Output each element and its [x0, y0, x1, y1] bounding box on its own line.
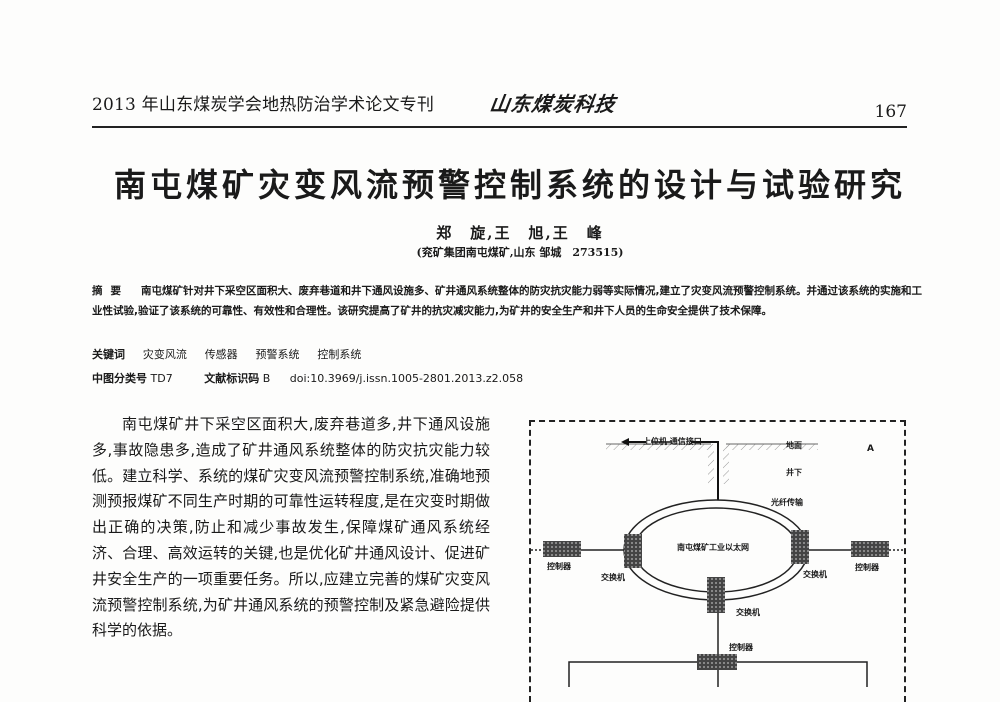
- keyword: 灾变风流: [142, 348, 187, 361]
- controller-bottom-label: 控制器: [729, 643, 753, 652]
- ground-hatch: [726, 444, 818, 450]
- keyword: 控制系统: [317, 348, 362, 361]
- affiliation: (兖矿集团南屯煤矿,山东 邹城 273515): [416, 246, 624, 259]
- abstract: 摘要南屯煤矿针对井下采空区面积大、废弃巷道和井下通风设施多、矿井通风系统整体的防…: [92, 281, 922, 321]
- header-rule: [92, 126, 907, 128]
- doi: doi:10.3969/j.issn.1005-2801.2013.z2.058: [289, 372, 524, 385]
- controller-left-icon: [543, 541, 581, 557]
- controller-right-label: 控制器: [855, 563, 879, 572]
- underground-label: 井下: [786, 468, 802, 477]
- switch-right-label: 交换机: [803, 570, 827, 579]
- classification-line: 中图分类号 TD7 文献标识码 B doi:10.3969/j.issn.100…: [92, 370, 922, 386]
- switch-bottom-label: 交换机: [736, 608, 760, 617]
- running-head-journal-issue: 2013 年山东煤炭学会地热防治学术论文专刊: [92, 95, 435, 115]
- keyword: 预警系统: [255, 348, 300, 361]
- switch-right-icon: [791, 530, 809, 564]
- journal-logo: 山东煤炭科技: [488, 92, 618, 116]
- authors: 郑 旋,王 旭,王 峰: [436, 224, 604, 242]
- controller-left-label: 控制器: [547, 562, 571, 571]
- doc-code-value: B: [262, 372, 271, 385]
- network-diagram-figure: 上位机 通信接口 地面 A 井下 光纤传输 南屯煤矿工业以太网 控制器 交换机 …: [529, 420, 906, 702]
- shaft-cable: [691, 441, 719, 500]
- switch-left-label: 交换机: [601, 573, 625, 582]
- fiber-label: 光纤传输: [771, 498, 803, 507]
- switch-left-icon: [624, 534, 642, 568]
- network-label: 南屯煤矿工业以太网: [677, 543, 749, 552]
- abstract-text: 南屯煤矿针对井下采空区面积大、废弃巷道和井下通风设施多、矿井通风系统整体的防灾抗…: [92, 285, 922, 317]
- keyword: 传感器: [204, 348, 238, 361]
- arrow-left-icon: [621, 438, 629, 446]
- abstract-label: 摘要: [92, 285, 129, 297]
- clc-value: TD7: [150, 372, 173, 385]
- keywords: 关键词 灾变风流 传感器 预警系统 控制系统: [92, 346, 922, 362]
- controller-right-icon: [851, 541, 889, 557]
- controller-bottom-icon: [697, 654, 737, 670]
- paper-title: 南屯煤矿灾变风流预警控制系统的设计与试验研究: [113, 166, 906, 204]
- clc-label: 中图分类号: [92, 372, 147, 385]
- host-interface-label: 上位机 通信接口: [643, 437, 702, 446]
- ground-hatch: [606, 444, 711, 450]
- doc-code-label: 文献标识码: [204, 372, 260, 385]
- network-diagram: [531, 438, 904, 687]
- body-paragraph: 南屯煤矿井下采空区面积大,废弃巷道多,井下通风设施多,事故隐患多,造成了矿井通风…: [92, 415, 490, 640]
- keywords-label: 关键词: [92, 348, 125, 361]
- page-number: 167: [874, 102, 907, 122]
- running-head: 2013 年山东煤炭学会地热防治学术论文专刊 山东煤炭科技 167: [92, 88, 907, 122]
- corner-mark: A: [867, 444, 874, 454]
- switch-bottom-icon: [707, 577, 725, 613]
- surface-label: 地面: [786, 441, 802, 450]
